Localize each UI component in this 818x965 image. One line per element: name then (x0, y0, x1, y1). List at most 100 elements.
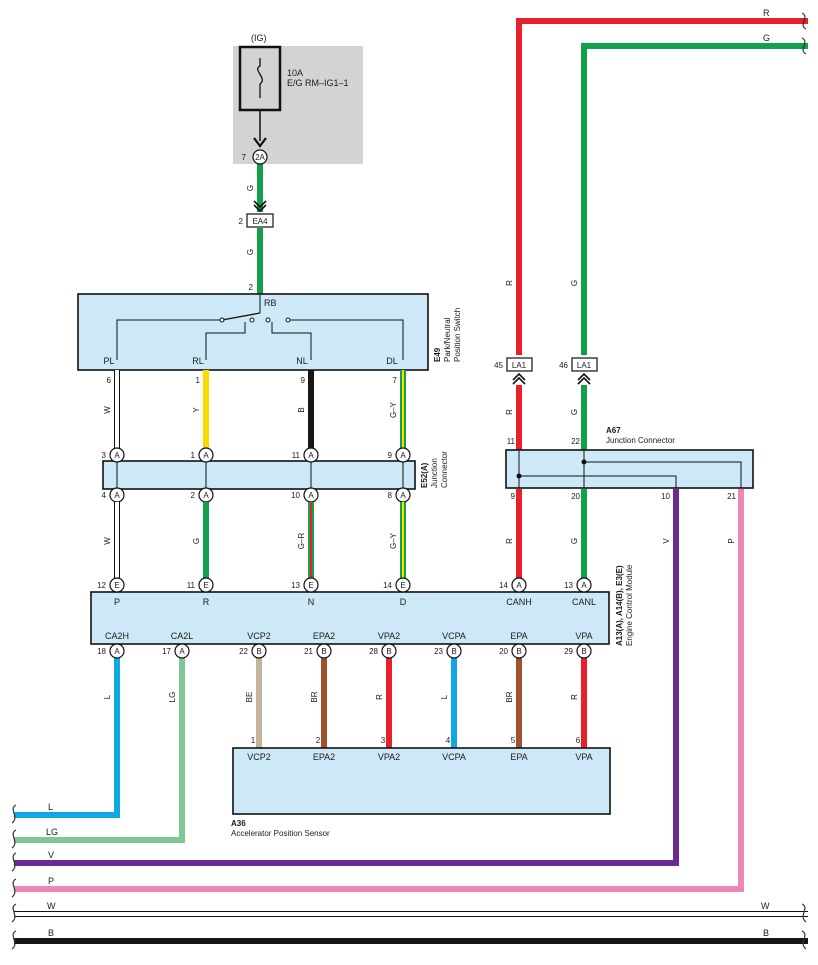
wire-label: R (570, 694, 579, 700)
wire-r-bus (516, 18, 808, 355)
bus-label: LG (46, 827, 58, 837)
ecm-conn: B (386, 647, 391, 656)
e49-pin: 7 (393, 376, 398, 385)
a36-pin: 1 (251, 736, 256, 745)
wire-label: R (375, 694, 384, 700)
connector-circle (576, 577, 592, 593)
a36-pin: 6 (576, 736, 581, 745)
connector-circle (381, 643, 397, 659)
ecm-pin: 13 (291, 581, 300, 590)
wire-p-bus (14, 489, 744, 892)
bus-label: W (47, 901, 56, 911)
ecm-name: Engine Control Module (625, 564, 634, 646)
a67-code: A67 (606, 426, 621, 435)
park-neutral-switch-box (77, 293, 429, 371)
bus-label: B (48, 928, 54, 938)
fuse-relay-block (233, 46, 363, 164)
wire-label: Y (192, 407, 201, 413)
switch-term-rl: RL (192, 356, 204, 366)
wire-label: BR (505, 691, 514, 702)
e52-conn: A (114, 451, 120, 460)
a36-term: EPA2 (313, 752, 335, 762)
e52-pin: 1 (191, 451, 196, 460)
e52-top-pins: A A A A 3 1 11 9 (102, 447, 411, 463)
a36-code: A36 (231, 819, 246, 828)
e49-code: E49 (433, 347, 442, 362)
ecm-conn: A (179, 647, 185, 656)
switch-arm (221, 312, 261, 321)
e49-pin: 1 (196, 376, 201, 385)
connector-circle (576, 643, 592, 659)
ecm-pin: 21 (304, 647, 313, 656)
wire-break-icon (801, 903, 807, 923)
wire-l-bus (14, 657, 120, 818)
e49-name1: Park/Neutral (443, 317, 452, 362)
fuse-icon (257, 58, 263, 98)
e52-name2: Connector (440, 451, 449, 488)
connector-circle (109, 643, 125, 659)
la1-connector (571, 357, 598, 372)
e49-pin: 6 (107, 376, 112, 385)
ecm-top-connectors: E E E E A A 12 11 13 14 14 13 (97, 577, 592, 593)
e52-pin: 4 (102, 491, 107, 500)
bus-label: P (48, 876, 54, 886)
e52-pin: 8 (388, 491, 393, 500)
ecm-pin: 14 (499, 581, 508, 590)
e49-name2: Position Switch (453, 308, 462, 362)
ecm-pin: 11 (187, 581, 196, 590)
wire-label: G–Y (389, 401, 398, 418)
ecm-conn: B (321, 647, 326, 656)
ecm-conn: E (114, 581, 119, 590)
accelerator-position-sensor-box (232, 747, 611, 815)
wire-break-icon (801, 37, 807, 55)
connector-circle (511, 643, 527, 659)
a67-pin: 11 (507, 437, 516, 446)
a36-pin: 4 (446, 736, 451, 745)
a36-pin: 5 (511, 736, 516, 745)
wire-label: G–R (297, 533, 306, 550)
ecm-pin: 12 (97, 581, 106, 590)
ecm-conn: A (516, 581, 522, 590)
e52-conn: A (203, 491, 209, 500)
a36-pin: 2 (316, 736, 321, 745)
e52-bottom-pins: A A A A 4 2 10 8 (102, 487, 411, 503)
wire-label: L (440, 694, 449, 699)
switch-term-pl: PL (103, 356, 114, 366)
ecm-codes: A13(A), A14(B), E3(E) (615, 565, 624, 646)
connector-circle (303, 577, 319, 593)
wire-label: R (505, 538, 514, 544)
wire-label: V (662, 538, 671, 544)
wire-label: W (103, 537, 112, 545)
a67-name: Junction Connector (606, 436, 675, 445)
ecm-term: VCP2 (247, 631, 271, 641)
ecm-pin: 22 (239, 647, 248, 656)
fuse-name: E/G RM–IG1–1 (287, 78, 349, 88)
ig-label: (IG) (251, 33, 267, 43)
ecm-conn: A (581, 581, 587, 590)
engine-control-module-box (90, 591, 610, 645)
ecm-pin: 17 (162, 647, 171, 656)
switch-rb: RB (264, 298, 277, 308)
wire-break-icon (11, 804, 17, 824)
a67-link (519, 475, 677, 488)
ecm-pin: 18 (97, 647, 106, 656)
e52-name1: Junction (430, 458, 439, 488)
la1-pin: 46 (559, 361, 568, 370)
la1-label: LA1 (577, 361, 592, 370)
wire-break-icon (11, 903, 17, 923)
connector-circle (316, 643, 332, 659)
bus-label-g: G (763, 33, 770, 43)
bus-label: V (48, 850, 54, 860)
ea4-connector (246, 213, 274, 228)
connector-circle (109, 577, 125, 593)
ecm-term: VCPA (442, 631, 466, 641)
ecm-conn: A (114, 647, 120, 656)
connector-double-arrow-icon (253, 200, 267, 213)
wire-label-g2: G (246, 249, 255, 255)
ecm-pin: 28 (369, 647, 378, 656)
e52-pin: 2 (191, 491, 196, 500)
e52-conn: A (114, 491, 120, 500)
wire-break-icon (11, 930, 17, 950)
e52-pin: 9 (388, 451, 393, 460)
bus-label-r: R (763, 8, 770, 18)
